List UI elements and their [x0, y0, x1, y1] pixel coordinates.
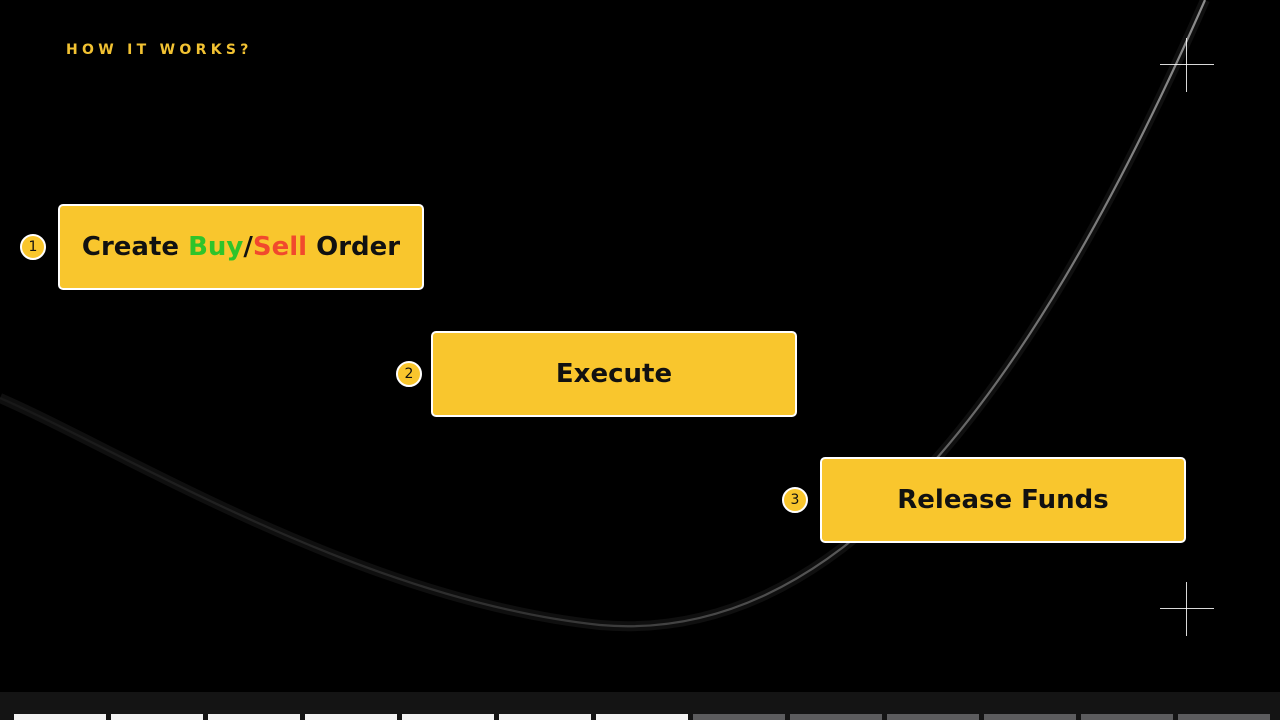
step-card-execute: Execute	[431, 331, 797, 417]
sell-word: Sell	[252, 232, 308, 262]
plus-crosshair-icon	[1160, 38, 1214, 92]
step-number-badge: 2	[396, 361, 422, 387]
progress-segment[interactable]	[111, 714, 203, 720]
progress-segment[interactable]	[1081, 714, 1173, 720]
step-label: Execute	[555, 359, 673, 389]
plus-crosshair-icon	[1160, 582, 1214, 636]
progress-segment[interactable]	[596, 714, 688, 720]
step-card-create-order: Create Buy/Sell Order	[58, 204, 424, 290]
progress-segment[interactable]	[1178, 714, 1270, 720]
progress-segment[interactable]	[887, 714, 979, 720]
slide-progress-bar	[0, 692, 1280, 720]
step-label: Release Funds	[897, 485, 1109, 515]
progress-segment[interactable]	[984, 714, 1076, 720]
progress-segment[interactable]	[402, 714, 494, 720]
step-label: Create Buy/Sell Order	[81, 232, 401, 262]
progress-segment[interactable]	[305, 714, 397, 720]
progress-segment[interactable]	[499, 714, 591, 720]
step-number-badge: 1	[20, 234, 46, 260]
progress-segment[interactable]	[14, 714, 106, 720]
step-number-badge: 3	[782, 487, 808, 513]
progress-segment[interactable]	[693, 714, 785, 720]
section-heading: HOW IT WORKS?	[66, 42, 253, 58]
step-card-release-funds: Release Funds	[820, 457, 1186, 543]
progress-segment[interactable]	[208, 714, 300, 720]
progress-segment[interactable]	[790, 714, 882, 720]
buy-word: Buy	[188, 232, 244, 262]
